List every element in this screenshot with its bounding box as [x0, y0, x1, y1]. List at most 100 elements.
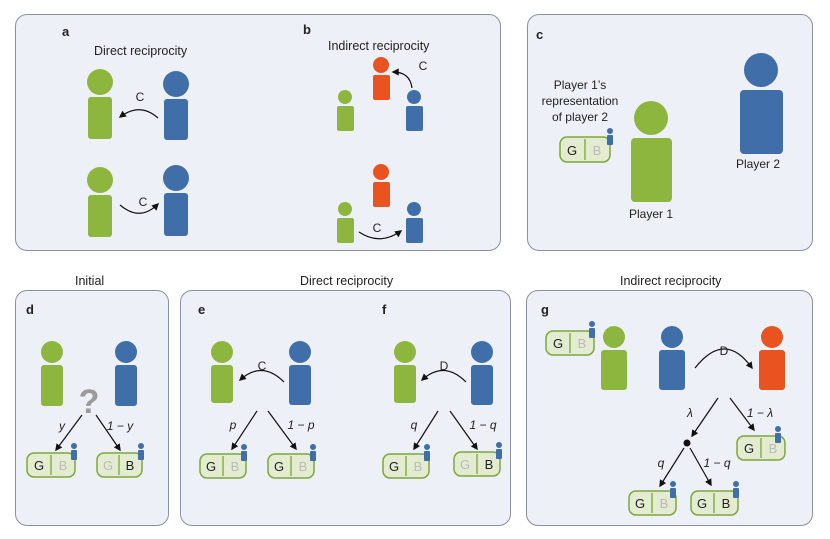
action-label: C [139, 195, 148, 209]
badge-bad: G B [96, 443, 144, 478]
player2-head [471, 341, 493, 363]
svg-text:B: B [299, 459, 308, 474]
player2-head [407, 202, 421, 216]
badge-bad: G B [267, 444, 316, 479]
player1-head [87, 69, 113, 95]
action-label: D [720, 344, 729, 358]
panel-d-content: ? y 1 − y G B G B [26, 341, 144, 478]
player1-body [88, 195, 112, 237]
defect-arrow [420, 369, 467, 383]
player2-body [406, 218, 423, 243]
badge-bad: G B [453, 442, 502, 477]
svg-text:B: B [660, 496, 669, 511]
player2-body [164, 193, 188, 236]
cooperate-arrow [238, 369, 285, 383]
svg-text:G: G [206, 459, 216, 474]
prob-q: q [658, 456, 665, 470]
panel-g-content: G B D λ 1 − λ G B q 1 − q G [545, 321, 786, 516]
player1-head [41, 341, 63, 363]
observer-body [373, 182, 390, 207]
cooperate-arrow [358, 230, 403, 240]
player2-head [407, 90, 421, 104]
action-label: C [419, 59, 428, 73]
svg-text:G: G [103, 458, 113, 473]
player1-body [337, 218, 354, 243]
observer-head [373, 164, 389, 180]
panel-ef [180, 290, 511, 526]
bad-label: B [593, 143, 602, 158]
observe-arrow [391, 68, 413, 89]
panel-letter-b: b [303, 22, 311, 37]
svg-text:B: B [485, 457, 494, 472]
svg-text:B: B [414, 459, 423, 474]
player2-body [406, 106, 423, 131]
badge-good: G B [382, 444, 430, 479]
badge-bad: G B [690, 481, 739, 516]
player2-head [163, 165, 189, 191]
panel-letter-g: g [541, 302, 549, 317]
prob-one-minus-lambda: 1 − λ [747, 406, 773, 420]
representation-label: Player 1’s representation of player 2 [541, 78, 619, 124]
branch-left-arrow [55, 414, 83, 452]
player1-label: Player 1 [629, 207, 674, 221]
defect-arrow [694, 348, 753, 370]
svg-text:B: B [578, 336, 587, 351]
svg-text:B: B [126, 458, 135, 473]
player1-body [394, 365, 416, 403]
prob-lambda: λ [686, 406, 693, 420]
player1-body [88, 97, 112, 139]
player2-head [289, 341, 311, 363]
player2-body [471, 365, 493, 405]
panel-letter-f: f [382, 302, 387, 317]
panel-b-title: Indirect reciprocity [328, 39, 430, 53]
player1-head [211, 341, 233, 363]
prob-left: p [229, 418, 237, 432]
panel-letter-d: d [26, 302, 34, 317]
prob-left: q [411, 418, 418, 432]
question-mark: ? [79, 383, 100, 421]
panel-letter-a: a [62, 24, 70, 39]
player2-head [115, 341, 137, 363]
svg-text:B: B [59, 458, 68, 473]
player1-body [631, 138, 672, 202]
player1-body [337, 106, 354, 131]
branch-right-arrow [95, 414, 121, 452]
player2-body [115, 365, 137, 406]
section-title-indirect: Indirect reciprocity [620, 274, 722, 288]
cooperate-arrow [119, 202, 160, 214]
badge-good: G B [199, 444, 247, 479]
svg-text:G: G [553, 336, 563, 351]
svg-text:B: B [231, 459, 240, 474]
player1-body [41, 365, 63, 406]
observer-body [373, 75, 390, 100]
player1-head [87, 167, 113, 193]
observer-head [761, 326, 783, 348]
panel-d [15, 290, 169, 526]
player2-body [164, 99, 188, 140]
panel-b-bottom-row: C [337, 164, 423, 243]
player1-head [634, 101, 668, 135]
player2-body [659, 350, 685, 390]
svg-text:G: G [635, 496, 645, 511]
prob-right: 1 − y [107, 419, 134, 433]
prob-left: y [58, 419, 66, 433]
svg-text:G: G [389, 459, 399, 474]
section-title-direct: Direct reciprocity [300, 274, 394, 288]
cooperate-arrow [118, 109, 159, 119]
badge-good: G B [628, 481, 677, 516]
player1-head [394, 341, 416, 363]
panel-c-content: G B [559, 53, 783, 202]
svg-text:G: G [460, 457, 470, 472]
action-label: C [136, 90, 145, 104]
player2-head [661, 326, 683, 348]
player2-label: Player 2 [736, 157, 781, 171]
observer-body [759, 350, 785, 390]
svg-text:G: G [34, 458, 44, 473]
player2-body [740, 90, 783, 154]
prob-right: 1 − p [287, 418, 314, 432]
badge-good-observer: G B [736, 426, 786, 461]
badge-good: G B [545, 321, 595, 356]
player1-body [211, 365, 233, 403]
panel-a-bottom-row: C [87, 165, 189, 237]
